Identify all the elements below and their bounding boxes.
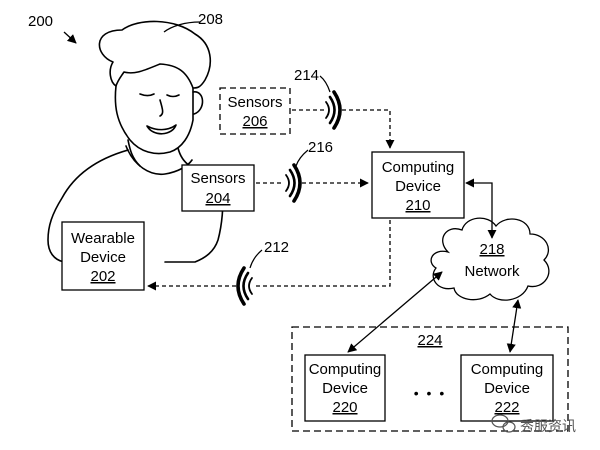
computing-222-line1: Computing (471, 361, 544, 378)
wearable-line2: Device (80, 249, 126, 266)
network-cloud-218: 218 Network (430, 217, 550, 301)
wearable-line1: Wearable (71, 230, 135, 247)
computing-device-222-box: Computing Device 222 (460, 354, 554, 422)
sensors-204-label: Sensors (190, 170, 245, 187)
network-label: Network (464, 263, 520, 280)
computing-220-ref: 220 (332, 399, 357, 416)
signal-212-ref: 212 (264, 239, 289, 256)
watermark-text: 秀服资讯 (520, 419, 576, 435)
watermark: 秀服资讯 (491, 414, 576, 435)
group-ref: 224 (417, 332, 442, 349)
link-210-network (465, 178, 497, 239)
person-ref: 208 (198, 11, 223, 28)
computing-210-ref: 210 (405, 197, 430, 214)
link-network-222 (506, 299, 522, 353)
sensors-206-label: Sensors (227, 94, 282, 111)
figure-ref-200: 200 (28, 13, 77, 44)
link-network-220 (347, 271, 443, 353)
wireless-waves-icon (285, 163, 302, 203)
computing-220-line2: Device (322, 380, 368, 397)
fig-number: 200 (28, 13, 53, 30)
computing-222-ref: 222 (494, 399, 519, 416)
signal-214: 214 (292, 67, 395, 149)
computing-210-line1: Computing (382, 159, 455, 176)
sensors-204-ref: 204 (205, 190, 230, 207)
signal-216: 216 (256, 139, 369, 203)
wechat-icon (491, 414, 516, 433)
wireless-waves-icon (236, 266, 253, 306)
sensors-206-box: Sensors 206 (219, 87, 291, 135)
ellipsis: • • • (414, 385, 446, 401)
signal-214-ref: 214 (294, 67, 319, 84)
wearable-ref: 202 (90, 268, 115, 285)
computing-device-210-box: Computing Device 210 (371, 151, 465, 219)
computing-device-220-box: Computing Device 220 (304, 354, 386, 422)
wireless-waves-icon (325, 90, 342, 130)
sensors-206-ref: 206 (242, 113, 267, 130)
leader-208 (163, 21, 201, 33)
wearable-device-202-box: Wearable Device 202 (61, 221, 145, 291)
computing-222-line2: Device (484, 380, 530, 397)
network-ref: 218 (479, 241, 504, 258)
signal-216-ref: 216 (308, 139, 333, 156)
computing-210-line2: Device (395, 178, 441, 195)
sensors-204-box: Sensors 204 (181, 164, 255, 212)
computing-220-line1: Computing (309, 361, 382, 378)
